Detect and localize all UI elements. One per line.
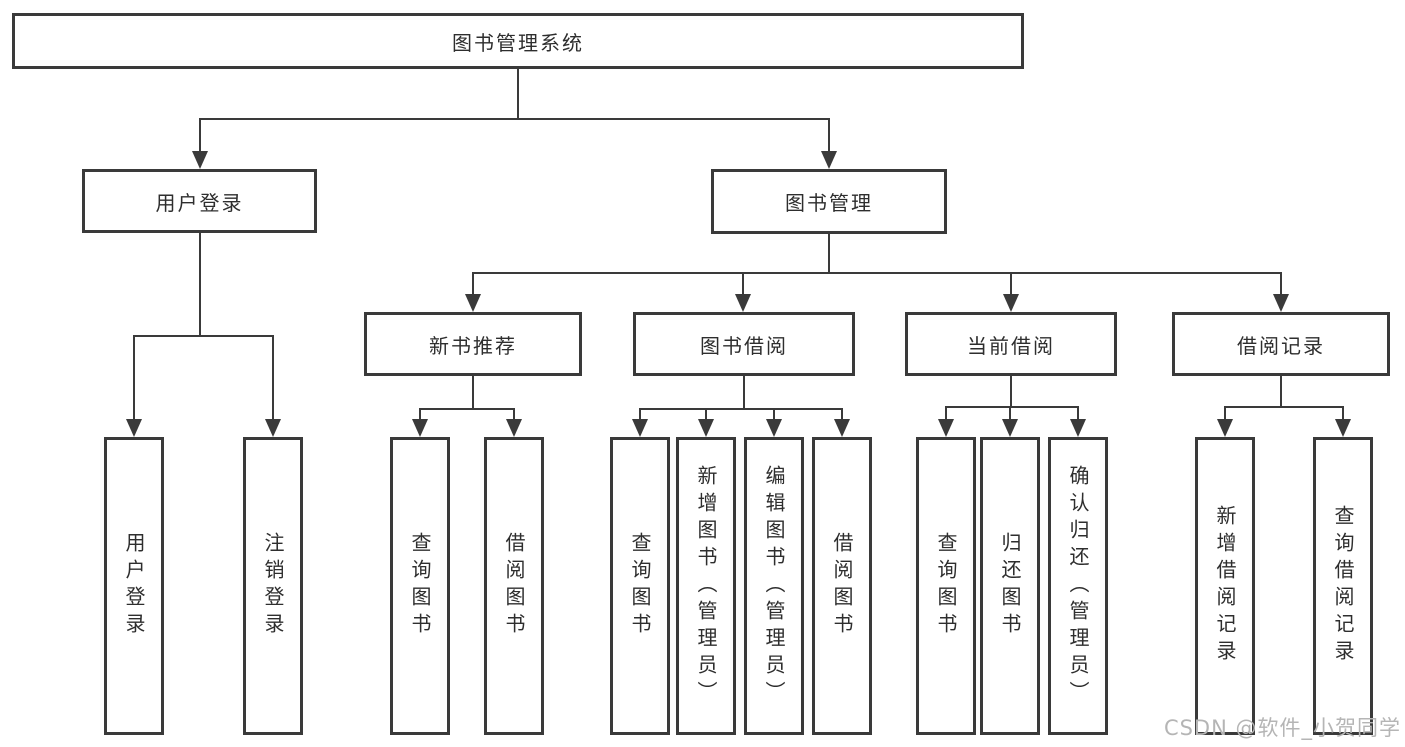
connector-line bbox=[828, 118, 830, 153]
connector-line bbox=[639, 408, 843, 410]
connector-line bbox=[828, 234, 830, 274]
arrowhead-icon bbox=[1273, 294, 1289, 312]
arrowhead-icon bbox=[1003, 294, 1019, 312]
leaf-confirm-return-admin-label: 确认归还（管理员） bbox=[1066, 464, 1090, 708]
leaf-logout: 注销登录 bbox=[243, 437, 303, 735]
node-book-borrow: 图书借阅 bbox=[633, 312, 855, 376]
leaf-query-borrow-record-label: 查询借阅记录 bbox=[1331, 505, 1355, 667]
leaf-query-books-recommend-label: 查询图书 bbox=[408, 532, 432, 640]
arrowhead-icon bbox=[465, 294, 481, 312]
leaf-query-books-current: 查询图书 bbox=[916, 437, 976, 735]
arrowhead-icon bbox=[1217, 419, 1233, 437]
arrowhead-icon bbox=[632, 419, 648, 437]
node-borrow-records-label: 借阅记录 bbox=[1237, 333, 1325, 358]
arrowhead-icon bbox=[834, 419, 850, 437]
leaf-return-books: 归还图书 bbox=[980, 437, 1040, 735]
node-borrow-records: 借阅记录 bbox=[1172, 312, 1390, 376]
connector-line bbox=[705, 408, 707, 422]
connector-line bbox=[472, 272, 1282, 274]
connector-line bbox=[133, 335, 274, 337]
connector-line bbox=[1010, 272, 1012, 296]
connector-line bbox=[1224, 406, 1226, 422]
connector-line bbox=[1077, 406, 1079, 422]
connector-line bbox=[513, 408, 515, 422]
node-current-borrow: 当前借阅 bbox=[905, 312, 1117, 376]
leaf-add-borrow-record: 新增借阅记录 bbox=[1195, 437, 1255, 735]
arrowhead-icon bbox=[698, 419, 714, 437]
leaf-query-books-recommend: 查询图书 bbox=[390, 437, 450, 735]
node-book-management: 图书管理 bbox=[711, 169, 947, 234]
connector-line bbox=[1224, 406, 1344, 408]
arrowhead-icon bbox=[735, 294, 751, 312]
node-user-login: 用户登录 bbox=[82, 169, 317, 233]
node-new-book-recommend: 新书推荐 bbox=[364, 312, 582, 376]
node-book-management-label: 图书管理 bbox=[785, 191, 873, 215]
leaf-query-books-borrow-label: 查询图书 bbox=[628, 532, 652, 640]
connector-line bbox=[639, 408, 641, 422]
node-current-borrow-label: 当前借阅 bbox=[967, 333, 1055, 358]
connector-line bbox=[199, 233, 201, 337]
leaf-query-books-borrow: 查询图书 bbox=[610, 437, 670, 735]
connector-line bbox=[945, 406, 947, 422]
leaf-confirm-return-admin: 确认归还（管理员） bbox=[1048, 437, 1108, 735]
connector-line bbox=[419, 408, 421, 422]
leaf-add-books-admin-label: 新增图书（管理员） bbox=[694, 464, 718, 708]
leaf-borrow-books-recommend: 借阅图书 bbox=[484, 437, 544, 735]
leaf-query-borrow-record: 查询借阅记录 bbox=[1313, 437, 1373, 735]
arrowhead-icon bbox=[412, 419, 428, 437]
connector-line bbox=[841, 408, 843, 422]
leaf-borrow-books: 借阅图书 bbox=[812, 437, 872, 735]
connector-line bbox=[945, 406, 1079, 408]
connector-line bbox=[742, 272, 744, 296]
connector-line bbox=[773, 408, 775, 422]
connector-line bbox=[1009, 406, 1011, 422]
leaf-query-books-current-label: 查询图书 bbox=[934, 532, 958, 640]
leaf-user-login: 用户登录 bbox=[104, 437, 164, 735]
arrowhead-icon bbox=[1070, 419, 1086, 437]
arrowhead-icon bbox=[265, 419, 281, 437]
leaf-return-books-label: 归还图书 bbox=[998, 532, 1022, 640]
connector-line bbox=[1280, 272, 1282, 296]
arrowhead-icon bbox=[766, 419, 782, 437]
connector-line bbox=[199, 118, 830, 120]
connector-line bbox=[1280, 376, 1282, 408]
arrowhead-icon bbox=[1335, 419, 1351, 437]
arrowhead-icon bbox=[821, 151, 837, 169]
arrowhead-icon bbox=[192, 151, 208, 169]
connector-line bbox=[133, 335, 135, 421]
leaf-borrow-books-recommend-label: 借阅图书 bbox=[502, 532, 526, 640]
node-root: 图书管理系统 bbox=[12, 13, 1024, 69]
node-user-login-label: 用户登录 bbox=[155, 190, 244, 215]
connector-line bbox=[1010, 376, 1012, 408]
leaf-edit-books-admin-label: 编辑图书（管理员） bbox=[762, 464, 786, 708]
leaf-add-books-admin: 新增图书（管理员） bbox=[676, 437, 736, 735]
leaf-logout-label: 注销登录 bbox=[261, 532, 285, 640]
connector-line bbox=[419, 408, 515, 410]
watermark-text: CSDN @软件_小贺同学 bbox=[1163, 716, 1401, 740]
arrowhead-icon bbox=[506, 419, 522, 437]
connector-line bbox=[743, 376, 745, 410]
leaf-borrow-books-label: 借阅图书 bbox=[830, 532, 854, 640]
leaf-edit-books-admin: 编辑图书（管理员） bbox=[744, 437, 804, 735]
connector-line bbox=[472, 376, 474, 410]
leaf-user-login-label: 用户登录 bbox=[122, 532, 146, 640]
node-root-label: 图书管理系统 bbox=[452, 30, 584, 55]
node-book-borrow-label: 图书借阅 bbox=[700, 333, 788, 358]
connector-line bbox=[472, 272, 474, 296]
connector-line bbox=[1342, 406, 1344, 422]
arrowhead-icon bbox=[1002, 419, 1018, 437]
connector-line bbox=[517, 69, 519, 120]
connector-line bbox=[199, 118, 201, 153]
node-new-book-recommend-label: 新书推荐 bbox=[429, 333, 517, 358]
connector-line bbox=[272, 335, 274, 421]
arrowhead-icon bbox=[938, 419, 954, 437]
arrowhead-icon bbox=[126, 419, 142, 437]
leaf-add-borrow-record-label: 新增借阅记录 bbox=[1213, 505, 1237, 667]
